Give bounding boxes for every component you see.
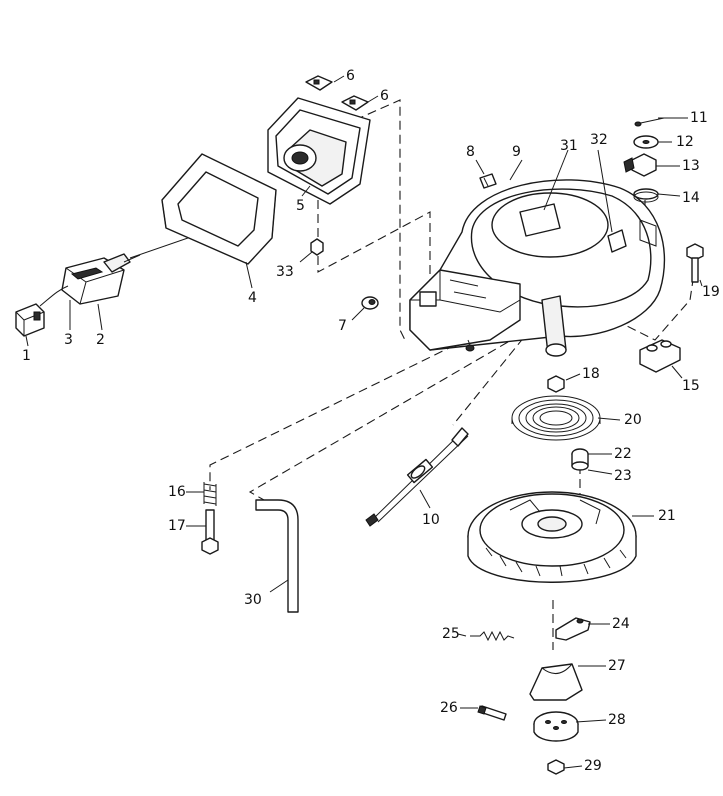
part-10-throttle-cable bbox=[365, 427, 469, 527]
callout-27: 27 bbox=[608, 658, 626, 674]
part-15-mount-bracket bbox=[639, 339, 681, 373]
part-6-pad-a bbox=[305, 75, 333, 91]
callout-16: 16 bbox=[168, 484, 186, 500]
part-33-nut bbox=[310, 238, 324, 256]
part-2-grip-handle bbox=[61, 253, 131, 305]
callout-30: 30 bbox=[244, 592, 262, 608]
part-7-bushing bbox=[361, 296, 379, 310]
callout-4: 4 bbox=[248, 290, 257, 306]
part-22-23-shaft bbox=[571, 448, 589, 471]
callout-29: 29 bbox=[584, 758, 602, 774]
part-19-bolt bbox=[686, 243, 704, 283]
callout-3: 3 bbox=[64, 332, 73, 348]
part-17-bolt bbox=[201, 509, 219, 555]
callout-1: 1 bbox=[22, 348, 31, 364]
callout-28: 28 bbox=[608, 712, 626, 728]
callout-31: 31 bbox=[560, 138, 578, 154]
part-26-pin bbox=[477, 705, 507, 721]
callout-26: 26 bbox=[440, 700, 458, 716]
part-13-nut bbox=[623, 153, 657, 177]
callout-2: 2 bbox=[96, 332, 105, 348]
part-6-pad-b bbox=[341, 95, 369, 111]
callout-20: 20 bbox=[624, 412, 642, 428]
part-21-rope-pulley bbox=[467, 491, 637, 583]
callout-14: 14 bbox=[682, 190, 700, 206]
callout-6b: 6 bbox=[380, 88, 389, 104]
callout-13: 13 bbox=[682, 158, 700, 174]
callout-labels: 1 2 3 4 5 6 6 7 8 9 10 11 12 13 14 15 16… bbox=[22, 68, 720, 774]
callout-5: 5 bbox=[296, 198, 305, 214]
callout-21: 21 bbox=[658, 508, 676, 524]
callout-8: 8 bbox=[466, 144, 475, 160]
part-5-rope-guide bbox=[267, 97, 371, 205]
part-1-clip bbox=[15, 303, 45, 337]
part-14-spring bbox=[633, 188, 659, 203]
callout-15: 15 bbox=[682, 378, 700, 394]
callout-6a: 6 bbox=[346, 68, 355, 84]
part-30-hose bbox=[255, 499, 299, 613]
callout-18: 18 bbox=[582, 366, 600, 382]
part-32-bracket bbox=[607, 229, 627, 253]
callout-24: 24 bbox=[612, 616, 630, 632]
part-31-label-plate bbox=[519, 203, 561, 237]
part-18-nut bbox=[547, 375, 565, 393]
leader-lines bbox=[25, 75, 703, 769]
part-16-spring bbox=[203, 482, 217, 506]
callout-12: 12 bbox=[676, 134, 694, 150]
callout-11: 11 bbox=[690, 110, 708, 126]
callout-33: 33 bbox=[276, 264, 294, 280]
part-12-washer bbox=[633, 135, 659, 149]
callout-22: 22 bbox=[614, 446, 632, 462]
part-4-rubber-grommet bbox=[161, 153, 277, 265]
part-25-spring bbox=[470, 630, 515, 642]
part-24-pawl bbox=[555, 617, 591, 641]
callout-23: 23 bbox=[614, 468, 632, 484]
callout-32: 32 bbox=[590, 132, 608, 148]
callout-9: 9 bbox=[512, 144, 521, 160]
part-29-screw bbox=[547, 759, 565, 775]
part-8-clip bbox=[479, 173, 497, 189]
part-27-friction-spring bbox=[529, 663, 583, 701]
callout-10: 10 bbox=[422, 512, 440, 528]
part-11-pin bbox=[634, 117, 665, 127]
part-28-friction-plate bbox=[533, 711, 579, 742]
callout-25: 25 bbox=[442, 626, 460, 642]
callout-19: 19 bbox=[702, 284, 720, 300]
part-20-recoil-spring bbox=[511, 395, 601, 441]
part-9-starter-housing bbox=[409, 179, 666, 357]
callout-17: 17 bbox=[168, 518, 186, 534]
callout-7: 7 bbox=[338, 318, 347, 334]
